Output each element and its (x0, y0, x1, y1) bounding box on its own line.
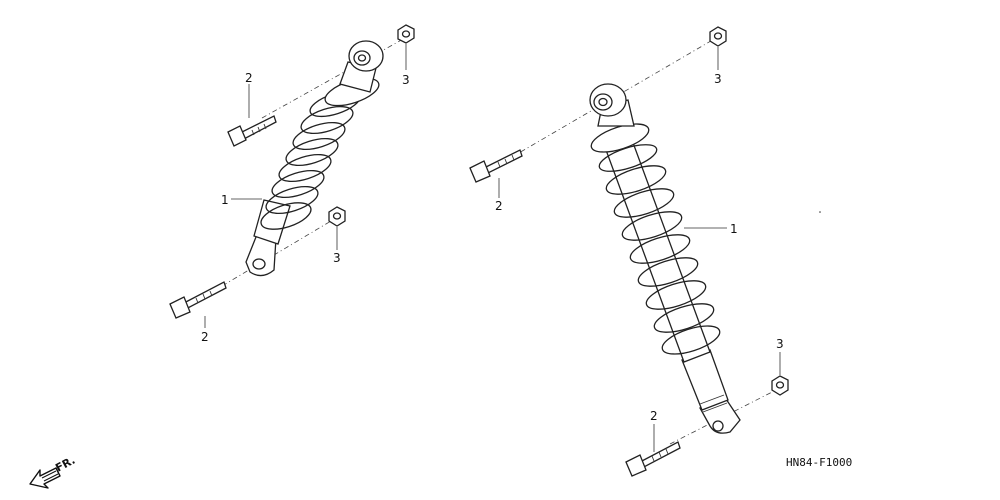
callout-right-bolt-top: 2 (495, 199, 503, 213)
callout-right-nut-bottom: 3 (776, 337, 784, 351)
right-top-nut (709, 26, 727, 47)
left-assembly: 2 3 1 3 2 (169, 24, 415, 344)
callout-left-nut-top: 3 (402, 73, 410, 87)
left-top-axis-line (261, 37, 406, 119)
front-direction-indicator: FR. (29, 454, 77, 489)
callout-left-nut-bottom: 3 (333, 251, 341, 265)
right-top-bolt (469, 149, 523, 183)
left-bottom-bolt (169, 281, 227, 319)
left-top-bolt (227, 115, 277, 147)
front-arrow-icon (29, 467, 61, 489)
callout-left-bolt-top: 2 (245, 71, 253, 85)
left-bottom-nut (328, 206, 346, 227)
stray-dot (819, 211, 821, 213)
callout-left-shock: 1 (221, 193, 229, 207)
callout-right-shock: 1 (730, 222, 738, 236)
right-bottom-nut (771, 375, 789, 396)
front-direction-label: FR. (53, 454, 77, 475)
callout-right-bolt-bottom: 2 (650, 409, 658, 423)
right-assembly: 3 2 1 3 2 (469, 26, 789, 477)
left-top-nut (397, 24, 415, 44)
callout-right-nut-top: 3 (714, 72, 722, 86)
right-top-axis-line (499, 37, 717, 165)
right-shock-absorber (589, 83, 741, 434)
left-shock-absorber (245, 40, 384, 277)
callout-left-bolt-bottom: 2 (201, 330, 209, 344)
right-bottom-bolt (625, 441, 681, 477)
drawing-code: HN84-F1000 (786, 456, 852, 469)
